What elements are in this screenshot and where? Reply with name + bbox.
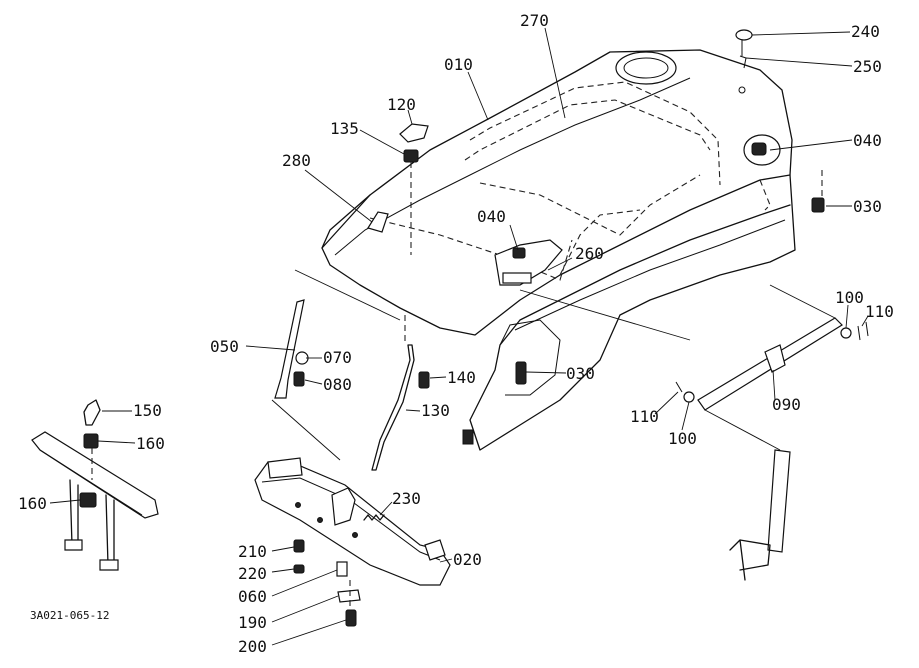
callout-020: 020 [453,550,482,569]
hood-panel [321,49,796,451]
callout-090: 090 [772,395,801,414]
callout-280: 280 [282,151,311,170]
callout-100-upper: 100 [835,288,864,307]
callout-240: 240 [851,22,880,41]
callout-030-lower: 030 [566,364,595,383]
callout-120: 120 [387,95,416,114]
callout-leaders [49,27,869,646]
callout-200: 200 [238,637,267,656]
rubber-bumper-120 [399,123,429,143]
callout-250: 250 [853,57,882,76]
callout-030-upper: 030 [853,197,882,216]
bolt-030a [811,197,825,213]
callout-190: 190 [238,613,267,632]
spring-230 [363,514,385,521]
fastener-stack [293,539,361,627]
callout-040-lower: 040 [477,207,506,226]
callout-labels: 270 010 240 250 120 135 040 280 030 040 … [18,11,894,656]
nut-135 [403,149,419,255]
callout-080: 080 [323,375,352,394]
callout-060: 060 [238,587,267,606]
callout-160-upper: 160 [136,434,165,453]
drawing-code: 3A021-065-12 [30,609,109,622]
callout-070: 070 [323,348,352,367]
callout-230: 230 [392,489,421,508]
callout-160-lower: 160 [18,494,47,513]
callout-110-upper: 110 [865,302,894,321]
frame-bracket [729,449,791,581]
callout-150: 150 [133,401,162,420]
callout-210: 210 [238,542,267,561]
callout-100-lower: 100 [668,429,697,448]
callout-130: 130 [421,401,450,420]
callout-050: 050 [210,337,239,356]
callout-040-upper: 040 [853,131,882,150]
stand-assembly [31,399,159,571]
support-rod-130 [371,315,415,471]
callout-135: 135 [330,119,359,138]
front-bumper-020 [254,457,451,586]
callout-260: 260 [575,244,604,263]
bolt-140 [418,371,430,389]
callout-220: 220 [238,564,267,583]
callout-010: 010 [444,55,473,74]
callout-270: 270 [520,11,549,30]
bolt-030b [515,361,527,385]
hinge-arm-090 [519,170,869,451]
callout-140: 140 [447,368,476,387]
callout-110-lower: 110 [630,407,659,426]
